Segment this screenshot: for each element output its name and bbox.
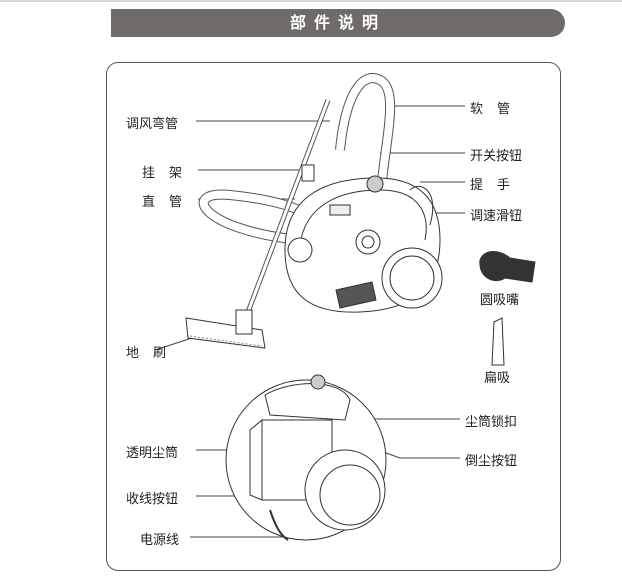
label-handle: 提手 xyxy=(470,178,525,193)
label-speed-slider: 调速滑钮 xyxy=(470,209,523,224)
hose-drawing xyxy=(198,73,396,245)
label-dust-bin: 透明尘筒 xyxy=(126,446,179,461)
diagram-frame xyxy=(106,62,561,571)
label-straight-pipe: 直管 xyxy=(142,195,197,210)
vacuum-body-drawing xyxy=(284,175,443,313)
label-power-button: 开关按钮 xyxy=(470,149,523,164)
label-dust-release: 倒尘按钮 xyxy=(465,454,518,469)
detail-circle xyxy=(225,374,387,541)
label-cord-rewind: 收线按钮 xyxy=(126,492,179,507)
label-bend-pipe: 调风弯管 xyxy=(126,117,179,132)
label-hanger: 挂架 xyxy=(142,166,197,181)
section-title: 部件说明 xyxy=(111,9,565,37)
round-nozzle-drawing xyxy=(479,251,536,283)
pipe-drawing xyxy=(242,99,331,321)
floor-brush-drawing xyxy=(185,309,266,349)
label-round-nozzle: 圆吸嘴 xyxy=(480,293,520,308)
label-power-cord: 电源线 xyxy=(140,533,180,548)
top-divider xyxy=(0,0,622,2)
label-hose: 软管 xyxy=(470,102,525,117)
label-flat-nozzle: 扁吸 xyxy=(484,371,511,386)
flat-nozzle-drawing xyxy=(491,317,505,366)
label-floor-brush: 地刷 xyxy=(126,346,181,361)
label-dust-lock: 尘筒锁扣 xyxy=(465,415,518,430)
